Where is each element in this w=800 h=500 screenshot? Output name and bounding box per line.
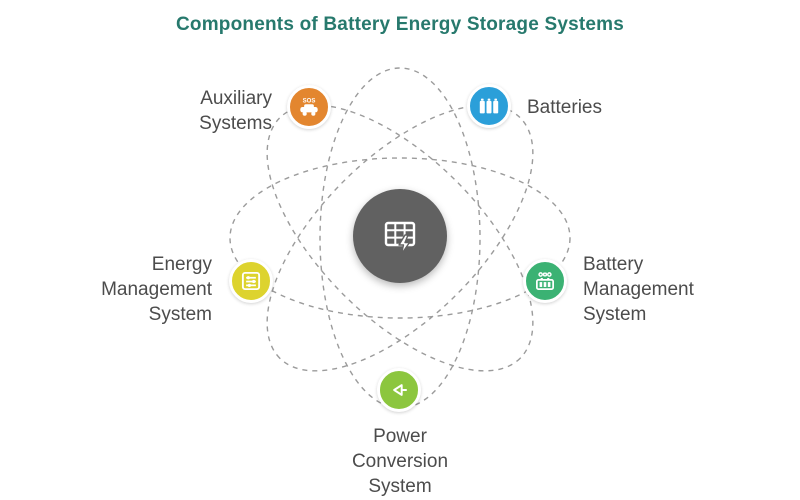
label-power-conversion-system: Power Conversion System (351, 426, 449, 498)
orbit-path (266, 104, 534, 372)
node-auxiliary-systems: SOS (287, 85, 331, 129)
label-auxiliary-systems: Auxiliary Systems (199, 88, 272, 135)
node-power-conversion-system (377, 368, 421, 412)
orbit-path (229, 157, 571, 319)
label-battery-management-system: Battery Management System (583, 254, 694, 326)
node-energy-management-system (229, 259, 273, 303)
node-battery-management-system (523, 259, 567, 303)
center-node-battery-storage (353, 189, 447, 283)
page-title: Components of Battery Energy Storage Sys… (175, 14, 625, 35)
battery-rack-bolt-icon (384, 221, 416, 255)
orbit-path (266, 104, 534, 372)
power-converter-icon (393, 384, 408, 396)
label-energy-management-system: Energy Management System (101, 254, 212, 326)
svg-text:SOS: SOS (303, 99, 316, 105)
label-batteries: Batteries (527, 97, 602, 118)
battery-monitor-icon (536, 272, 554, 290)
node-batteries (467, 84, 511, 128)
battery-cells-icon (479, 98, 499, 114)
sos-vehicle-icon: SOS (300, 99, 318, 116)
control-panel-icon (241, 271, 261, 291)
